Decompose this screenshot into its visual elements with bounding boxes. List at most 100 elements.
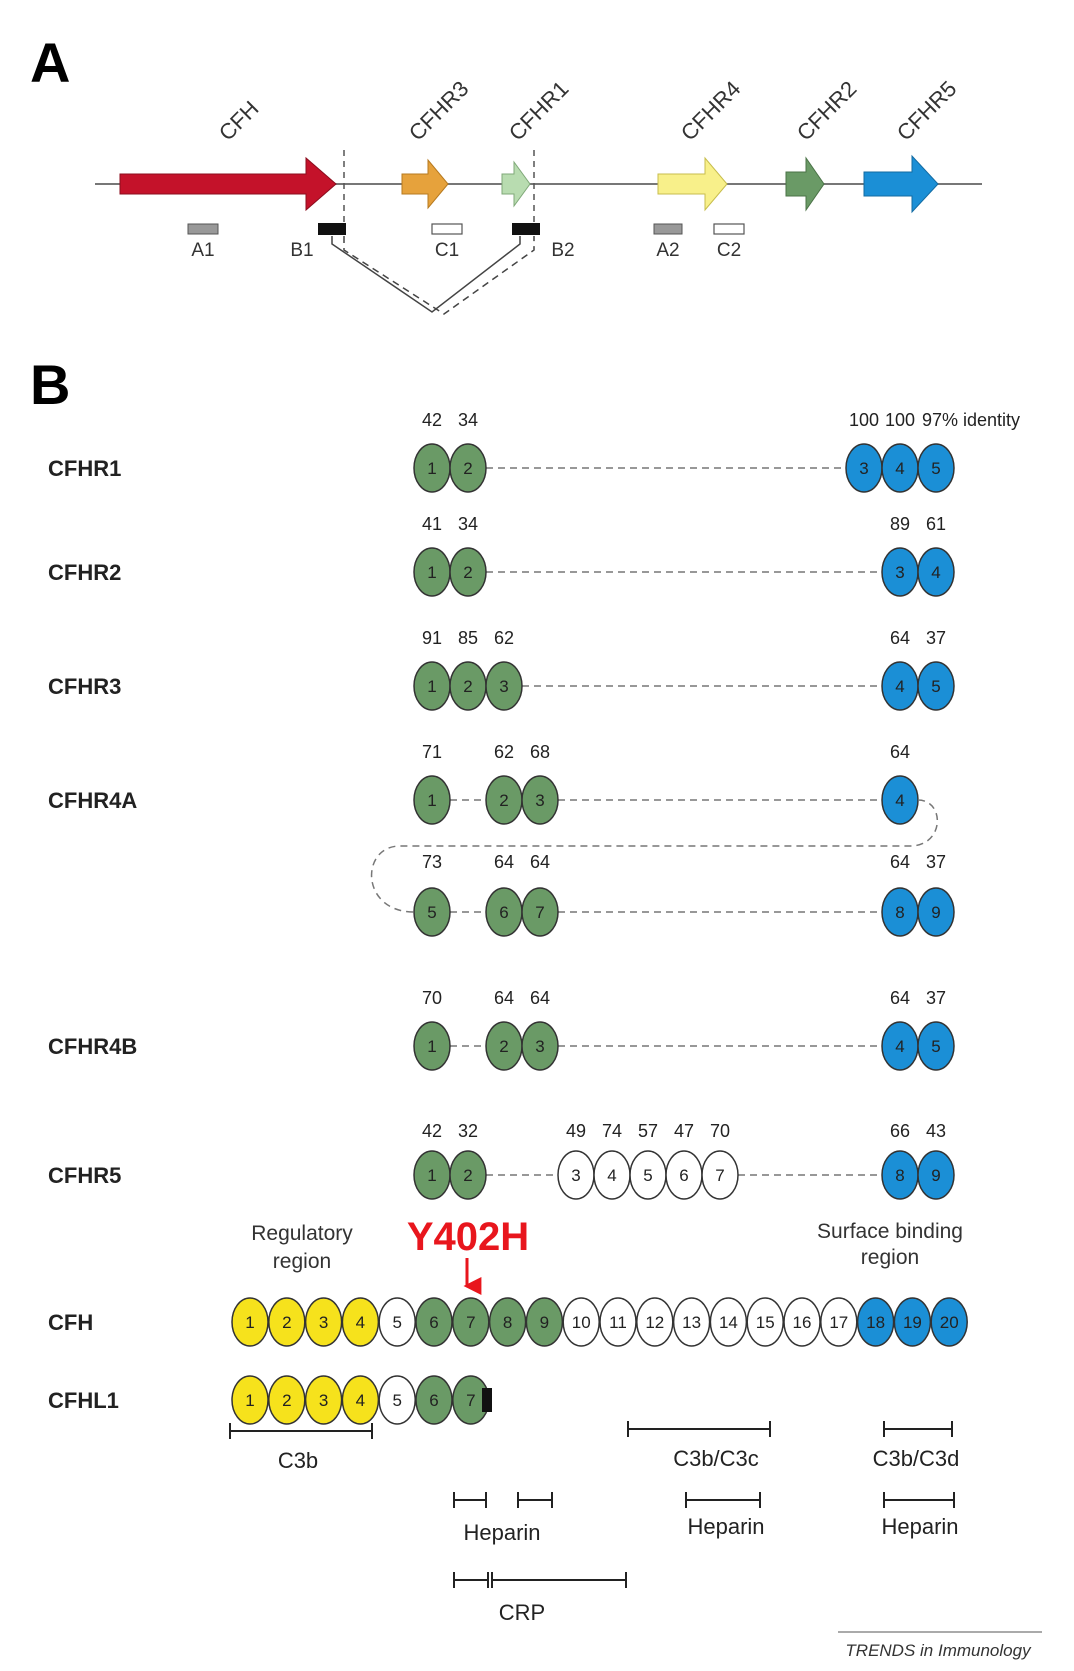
row-5-identity-1: 70 <box>422 988 442 1008</box>
row-3-domain-1 <box>413 775 451 825</box>
row-0-domain-3-number: 3 <box>859 459 868 478</box>
cfh-domain-19 <box>893 1297 932 1347</box>
gene-label-cfh: CFH <box>214 96 264 146</box>
row-2-domain-5 <box>917 661 955 711</box>
cfhl1-c-terminal-tail <box>482 1388 492 1412</box>
binding-bar-crp-1 <box>453 1572 489 1588</box>
marker-a1 <box>187 223 219 235</box>
cfh-domain-9 <box>525 1297 564 1347</box>
cfh-domain-20 <box>930 1297 968 1347</box>
row-1-domain-4 <box>917 547 955 597</box>
cfh-domain-13-number: 13 <box>682 1313 701 1332</box>
marker-b1 <box>318 223 346 235</box>
binding-bar-heparin-3 <box>883 1492 955 1508</box>
row-1-domain-2-number: 2 <box>463 563 472 582</box>
row-0-domain-5 <box>917 443 955 493</box>
cfh-domain-5-number: 5 <box>392 1313 401 1332</box>
marker-label-b1: B1 <box>290 240 313 261</box>
cfh-domain-9-number: 9 <box>540 1313 549 1332</box>
row-label-cfhr3: CFHR3 <box>48 674 121 699</box>
row-6-domain-8-number: 8 <box>895 1166 904 1185</box>
row-5-domain-2-number: 2 <box>499 1037 508 1056</box>
row-3-identity-4: 64 <box>890 742 910 762</box>
row-3-identity-2: 62 <box>494 742 514 762</box>
row-label-cfhr1: CFHR1 <box>48 456 121 481</box>
row-5-identity-3: 64 <box>530 988 550 1008</box>
panel-b-letter: B <box>30 353 70 416</box>
cfh-domain-7 <box>452 1297 490 1347</box>
row-label-cfhr4b: CFHR4B <box>48 1034 137 1059</box>
row-0-identity-2: 34 <box>458 410 478 430</box>
row-6-identity-3: 49 <box>566 1121 586 1141</box>
cfh-domain-8 <box>488 1297 527 1347</box>
row-5-identity-5: 37 <box>926 988 946 1008</box>
binding-label-c3b-c3c: C3b/C3c <box>673 1446 759 1471</box>
binding-label-c3b-c3d: C3b/C3d <box>873 1446 960 1471</box>
row-0-identity-5: 97% identity <box>922 410 1020 430</box>
row-0-identity-4: 100 <box>885 410 915 430</box>
row-2-domain-5-number: 5 <box>931 677 940 696</box>
gene-arrow-cfhr2 <box>785 156 825 212</box>
row-6-domain-9-number: 9 <box>931 1166 940 1185</box>
cfh-domain-13 <box>672 1297 711 1347</box>
row-1-identity-4: 61 <box>926 514 946 534</box>
deletion-line-solid <box>331 236 521 313</box>
cfh-domain-14-number: 14 <box>719 1313 738 1332</box>
binding-bar-c3b-c3c <box>627 1421 771 1437</box>
binding-bar-heparin-2 <box>685 1492 761 1508</box>
row-3-domain-1-number: 1 <box>427 791 436 810</box>
row-2-identity-3: 62 <box>494 628 514 648</box>
cfh-domain-5 <box>378 1297 416 1347</box>
row-1-identity-2: 34 <box>458 514 478 534</box>
row-4-identity-9: 37 <box>926 852 946 872</box>
marker-label-a2: A2 <box>656 240 679 261</box>
row-6-identity-4: 74 <box>602 1121 622 1141</box>
cfh-domain-12-number: 12 <box>645 1313 664 1332</box>
row-4-domain-7-number: 7 <box>535 903 544 922</box>
mutation-label-y402h: Y402H <box>407 1215 529 1259</box>
marker-label-b2: B2 <box>551 240 574 261</box>
cfh-domain-10 <box>562 1297 600 1347</box>
row-6-identity-2: 32 <box>458 1121 478 1141</box>
row-6-identity-5: 57 <box>638 1121 658 1141</box>
binding-label-heparin-2: Heparin <box>687 1514 764 1539</box>
row-4-domain-9-number: 9 <box>931 903 940 922</box>
row-2-domain-2-number: 2 <box>463 677 472 696</box>
row-6-identity-6: 47 <box>674 1121 694 1141</box>
gene-label-cfhr5: CFHR5 <box>892 76 962 146</box>
marker-c2 <box>713 223 745 235</box>
row-6-domain-5-number: 5 <box>643 1166 652 1185</box>
regulatory-region-label-line1: Regulatory <box>251 1222 353 1245</box>
row-0-identity-1: 42 <box>422 410 442 430</box>
row-3-domain-3-number: 3 <box>535 791 544 810</box>
cfh-domain-3-number: 3 <box>319 1313 328 1332</box>
cfh-domain-6-number: 6 <box>429 1313 438 1332</box>
row-1-domain-1-number: 1 <box>427 563 436 582</box>
cfh-domain-2 <box>268 1297 306 1347</box>
cfh-domain-11-number: 11 <box>609 1313 627 1332</box>
cfh-domain-17 <box>820 1297 858 1347</box>
row-1-identity-1: 41 <box>422 514 442 534</box>
cfh-domain-19-number: 19 <box>903 1313 922 1332</box>
row-6-domain-3-number: 3 <box>571 1166 580 1185</box>
cfh-domain-4-number: 4 <box>356 1313 365 1332</box>
row-5-domain-5 <box>917 1021 955 1071</box>
cfh-domain-15 <box>746 1297 784 1347</box>
binding-bar-heparin-1a <box>453 1492 487 1508</box>
cfhl1-domain-3-number: 3 <box>319 1391 328 1410</box>
marker-c1 <box>431 223 463 235</box>
gene-label-cfhr1: CFHR1 <box>504 76 574 146</box>
binding-label-heparin-1: Heparin <box>463 1520 540 1545</box>
row-4-identity-5: 73 <box>422 852 442 872</box>
marker-label-c2: C2 <box>717 240 741 261</box>
row-4-identity-8: 64 <box>890 852 910 872</box>
row-2-domain-3 <box>485 661 523 711</box>
binding-bar-c3b-c3d <box>883 1421 953 1437</box>
gene-arrow-cfh <box>119 156 337 212</box>
row-5-domain-1 <box>413 1021 451 1071</box>
row-6-domain-2 <box>449 1150 487 1200</box>
row-label-cfhr2: CFHR2 <box>48 560 121 585</box>
deletion-line-dashed <box>343 236 535 315</box>
